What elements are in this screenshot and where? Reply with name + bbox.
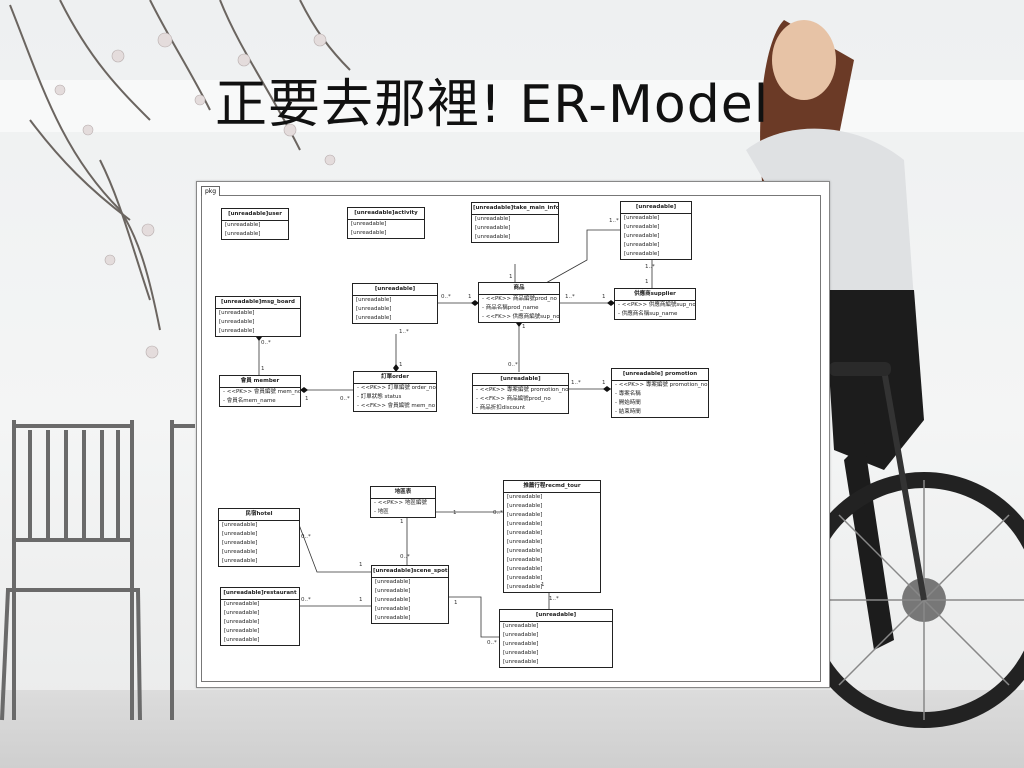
multiplicity-label: 0..*	[508, 362, 518, 368]
multiplicity-label: 0..*	[400, 554, 410, 560]
multiplicity-label: 1	[602, 380, 606, 386]
multiplicity-label: 1	[645, 279, 649, 285]
multiplicity-label: 1	[468, 294, 472, 300]
entity-order: 訂單order - <<PK>> 訂單編號 order_no - 訂單狀態 st…	[353, 371, 437, 412]
entity-tour-spot: [unreadable] [unreadable] [unreadable] […	[499, 609, 613, 668]
entity-product: 商品 - <<PK>> 商品編號prod_no - 商品名稱prod_name …	[478, 282, 560, 323]
multiplicity-label: 1	[400, 519, 404, 525]
entity-msg-board: [unreadable]msg_board [unreadable] [unre…	[215, 296, 301, 337]
package-frame	[201, 195, 821, 682]
entity-supplier: 供應商supplier - <<PK>> 供應商編號sup_no - 供應商名稱…	[614, 288, 696, 320]
multiplicity-label: 1..*	[549, 596, 559, 602]
multiplicity-label: 1..*	[645, 264, 655, 270]
multiplicity-label: 1	[454, 600, 458, 606]
entity-record: [unreadable] [unreadable] [unreadable] […	[620, 201, 692, 260]
entity-promo-detail: [unreadable] - <<PK>> 專案編號 promotion_no …	[472, 373, 569, 414]
multiplicity-label: 1	[509, 274, 513, 280]
multiplicity-label: 1..*	[565, 294, 575, 300]
chair-illustration	[0, 420, 195, 721]
entity-scene-spot: [unreadable]scene_spot [unreadable] [unr…	[371, 565, 449, 624]
package-label: pkg	[201, 186, 221, 196]
entity-order-detail: [unreadable] [unreadable] [unreadable] […	[352, 283, 438, 324]
entity-promotion: [unreadable] promotion - <<PK>> 專案編號 pro…	[611, 368, 709, 418]
entity-area: 地區表 - <<PK>> 地區編號 - 地區	[370, 486, 436, 518]
multiplicity-label: 0..*	[301, 597, 311, 603]
multiplicity-label: 1	[541, 582, 545, 588]
multiplicity-label: 0..*	[340, 396, 350, 402]
entity-activity: [unreadable]activity [unreadable] [unrea…	[347, 207, 425, 239]
er-diagram: pkg	[196, 181, 830, 688]
entity-user: [unreadable]user [unreadable] [unreadabl…	[221, 208, 289, 240]
multiplicity-label: 0..*	[261, 340, 271, 346]
multiplicity-label: 1	[602, 294, 606, 300]
multiplicity-label: 1	[359, 562, 363, 568]
multiplicity-label: 1	[305, 396, 309, 402]
multiplicity-label: 1	[453, 510, 457, 516]
multiplicity-label: 1	[399, 362, 403, 368]
entity-take-main-info: [unreadable]take_main_info [unreadable] …	[471, 202, 559, 243]
entity-restaurant: [unreadable]restaurant [unreadable] [unr…	[220, 587, 300, 646]
multiplicity-label: 1	[522, 324, 526, 330]
slide-title: 正要去那裡! ER-Model	[215, 75, 770, 135]
multiplicity-label: 1	[261, 366, 265, 372]
entity-recmd-tour: 推薦行程recmd_tour [unreadable] [unreadable]…	[503, 480, 601, 593]
background-band	[0, 80, 1024, 132]
branch-decoration	[9, 0, 351, 359]
entity-member: 會員 member - <<PK>> 會員編號 mem_no - 會員名mem_…	[219, 375, 301, 407]
multiplicity-label: 1..*	[571, 380, 581, 386]
multiplicity-label: 1..*	[609, 218, 619, 224]
multiplicity-label: 0..*	[441, 294, 451, 300]
multiplicity-label: 0..*	[487, 640, 497, 646]
entity-hotel: 民宿hotel [unreadable] [unreadable] [unrea…	[218, 508, 300, 567]
multiplicity-label: 0..*	[493, 510, 503, 516]
multiplicity-label: 1	[359, 597, 363, 603]
multiplicity-label: 1..*	[399, 329, 409, 335]
multiplicity-label: 0..*	[301, 534, 311, 540]
